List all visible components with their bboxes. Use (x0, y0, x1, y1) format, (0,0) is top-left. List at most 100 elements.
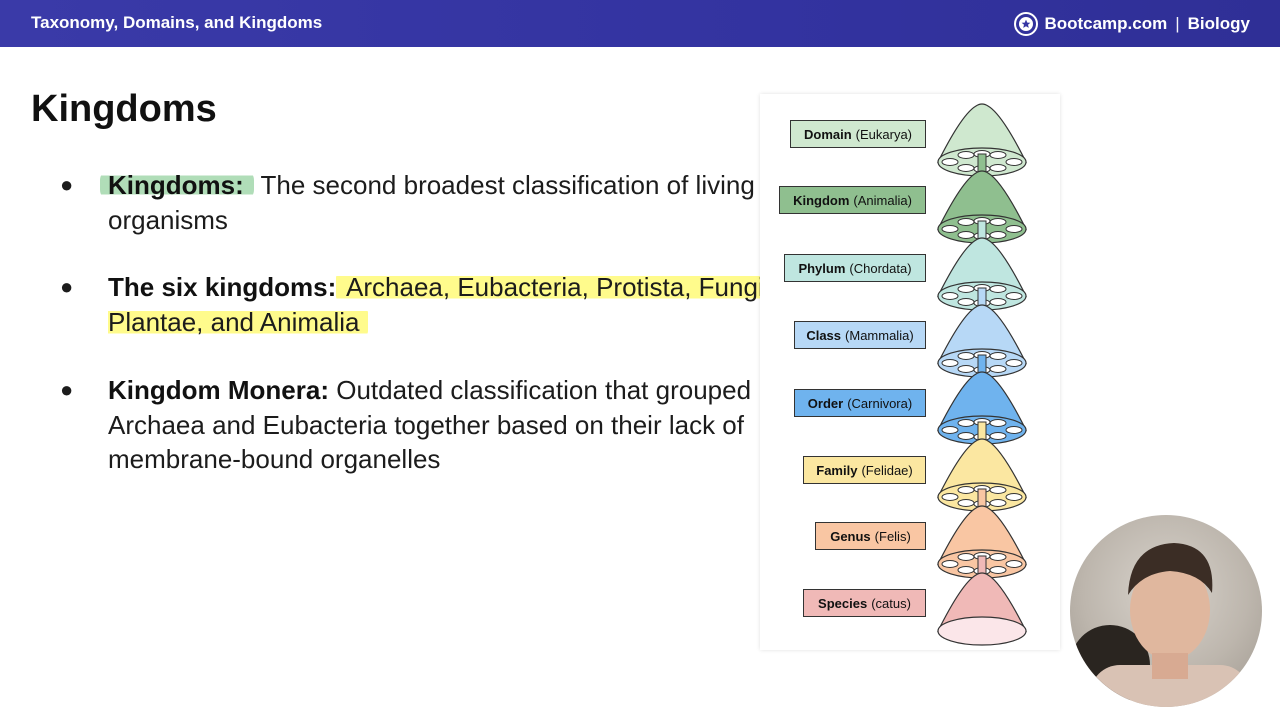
bullet-term: Kingdoms: (100, 170, 254, 200)
cone-base (937, 616, 1027, 646)
cone-hole (989, 486, 1007, 494)
cone-hole (941, 493, 959, 501)
rank-name: Order (807, 395, 844, 411)
cone-hole (957, 419, 975, 427)
rank-label-species: Species(catus) (803, 589, 926, 617)
cone-hole (1005, 493, 1023, 501)
cone-hole (989, 365, 1007, 373)
cone-hole (989, 419, 1007, 427)
rank-label-domain: Domain(Eukarya) (790, 120, 926, 148)
rank-name: Species (818, 595, 868, 611)
cone-body (937, 572, 1027, 632)
cone-family (937, 438, 1027, 512)
cone-hole (957, 553, 975, 561)
cone-hole (989, 285, 1007, 293)
cone-hole (1005, 426, 1023, 434)
rank-example: (Carnivora) (847, 395, 913, 411)
cone-genus (937, 505, 1027, 579)
brand-subject: Biology (1187, 14, 1250, 33)
cone-species (937, 572, 1027, 646)
rank-label-family: Family(Felidae) (803, 456, 926, 484)
cone-hole (957, 566, 975, 574)
cone-hole (941, 426, 959, 434)
rank-example: (Felidae) (861, 462, 913, 478)
cone-hole (957, 432, 975, 440)
rank-label-order: Order(Carnivora) (794, 389, 926, 417)
cone-hole (1005, 158, 1023, 166)
brand: Bootcamp.com | Biology (1014, 11, 1250, 37)
header-bar: Taxonomy, Domains, and Kingdoms Bootcamp… (0, 0, 1280, 47)
cone-hole (1005, 292, 1023, 300)
bullet-kingdom-monera: ● Kingdom Monera: Outdated classificatio… (60, 373, 798, 477)
cone-hole (957, 365, 975, 373)
cone-hole (989, 151, 1007, 159)
rank-example: (Animalia) (853, 192, 912, 208)
cone-hole (957, 218, 975, 226)
bullet-dot-icon: ● (60, 172, 74, 197)
cone-body (937, 237, 1027, 297)
cone-hole (989, 218, 1007, 226)
cone-body (937, 103, 1027, 163)
cone-hole (957, 486, 975, 494)
presenter-silhouette (1070, 543, 1250, 707)
cone-hole (989, 298, 1007, 306)
cone-class (937, 304, 1027, 378)
cone-body (937, 438, 1027, 498)
cone-hole (957, 151, 975, 159)
bullet-text: The second broadest classification of li… (108, 170, 755, 235)
cone-kingdom (937, 170, 1027, 244)
rank-name: Phylum (798, 260, 846, 276)
rank-example: (Eukarya) (855, 126, 913, 142)
rank-name: Class (806, 327, 842, 343)
cone-domain (937, 103, 1027, 177)
rank-name: Genus (830, 528, 871, 544)
bullet-kingdoms: ● Kingdoms: The second broadest classifi… (60, 168, 798, 237)
slide-title: Kingdoms (31, 88, 217, 130)
cone-hole (989, 164, 1007, 172)
rank-name: Family (816, 462, 858, 478)
cone-body (937, 371, 1027, 431)
rank-label-kingdom: Kingdom(Animalia) (779, 186, 926, 214)
cone-hole (941, 560, 959, 568)
rank-label-class: Class(Mammalia) (794, 321, 926, 349)
bullet-text: Outdated classification that grouped Arc… (108, 375, 752, 474)
cone-hole (989, 432, 1007, 440)
cone-phylum (937, 237, 1027, 311)
lesson-title: Taxonomy, Domains, and Kingdoms (31, 13, 323, 32)
cone-hole (989, 566, 1007, 574)
cone-hole (1005, 359, 1023, 367)
bullet-term: Kingdom Monera: (108, 375, 329, 405)
cone-hole (989, 553, 1007, 561)
rank-label-genus: Genus(Felis) (815, 522, 926, 550)
taxonomy-cones (937, 103, 1027, 646)
taxonomy-diagram: Domain(Eukarya)Kingdom(Animalia)Phylum(C… (760, 94, 1060, 650)
rank-label-phylum: Phylum(Chordata) (784, 254, 926, 282)
brand-name: Bootcamp.com (1044, 14, 1168, 33)
cone-hole (989, 231, 1007, 239)
cone-hole (1005, 225, 1023, 233)
rank-example: (Felis) (874, 528, 911, 544)
cone-hole (957, 352, 975, 360)
brand-separator: | (1175, 14, 1180, 33)
bootcamp-logo-icon (1014, 12, 1039, 36)
cone-order (937, 371, 1027, 445)
cone-hole (941, 225, 959, 233)
cone-hole (989, 352, 1007, 360)
bullet-dot-icon: ● (60, 274, 74, 299)
cone-hole (1005, 560, 1023, 568)
cone-hole (941, 359, 959, 367)
cone-hole (941, 292, 959, 300)
rank-example: (Chordata) (849, 260, 912, 276)
cone-body (937, 505, 1027, 565)
cone-hole (941, 158, 959, 166)
cone-hole (957, 499, 975, 507)
bullet-six-kingdoms: ● The six kingdoms: Archaea, Eubacteria,… (60, 270, 798, 339)
cone-hole (957, 164, 975, 172)
rank-example: (Mammalia) (845, 327, 914, 343)
cone-hole (957, 285, 975, 293)
rank-example: (catus) (871, 595, 911, 611)
rank-name: Kingdom (793, 192, 850, 208)
rank-name: Domain (803, 126, 852, 142)
cone-body (937, 304, 1027, 364)
presenter-webcam (1070, 515, 1262, 707)
